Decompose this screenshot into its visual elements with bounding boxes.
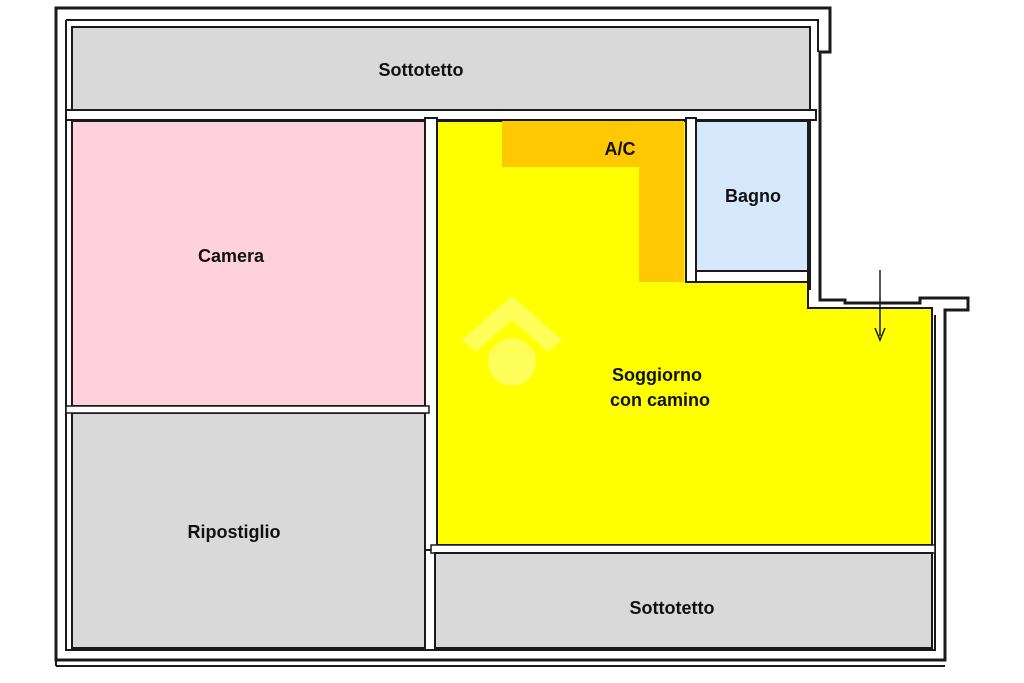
interior-wall-camera-ripostiglio	[65, 405, 430, 414]
room-bagno-area	[695, 120, 809, 272]
room-ac-area	[502, 121, 684, 282]
interior-wall-top	[65, 109, 817, 121]
room-sottotetto-top-label: Sottotetto	[379, 60, 464, 80]
room-ripostiglio: Ripostiglio	[71, 412, 426, 649]
room-sottotetto-bottom-label: Sottotetto	[630, 598, 715, 618]
room-ripostiglio-area	[71, 412, 426, 649]
interior-wall-soggiorno-bottom	[430, 544, 936, 554]
down-arrow-icon	[874, 270, 886, 342]
room-camera-label: Camera	[198, 246, 265, 266]
room-sottotetto-bottom: Sottotetto	[434, 552, 933, 649]
room-bagno-label: Bagno	[725, 186, 781, 206]
room-bagno: Bagno	[695, 120, 809, 272]
interior-wall-camera-soggiorno	[424, 117, 438, 551]
house-logo-icon	[462, 296, 562, 386]
interior-wall-ac-bagno	[685, 117, 697, 283]
room-ripostiglio-label: Ripostiglio	[188, 522, 281, 542]
room-sottotetto-top: Sottotetto	[71, 26, 811, 111]
room-soggiorno-area	[436, 120, 933, 546]
room-soggiorno: Soggiorno con camino	[436, 120, 933, 546]
room-ac-label: A/C	[605, 139, 636, 159]
room-camera: Camera	[71, 120, 426, 407]
room-sottotetto-bottom-area	[434, 552, 933, 649]
room-soggiorno-label-line2: con camino	[610, 390, 710, 410]
room-soggiorno-label-line1: Soggiorno	[612, 365, 702, 385]
room-ac: A/C	[502, 121, 684, 282]
interior-wall-bagno-bottom	[695, 270, 809, 283]
